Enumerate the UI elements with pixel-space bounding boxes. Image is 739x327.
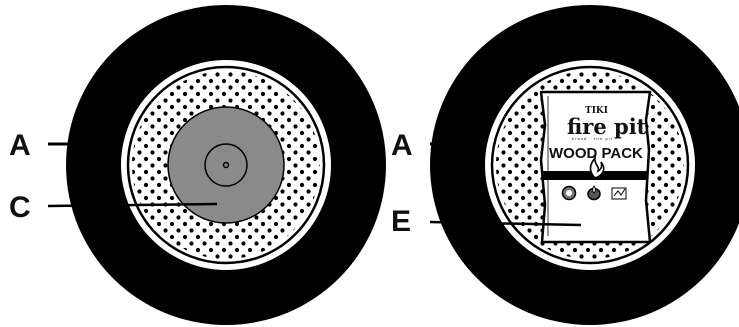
badge-icon-3 xyxy=(612,188,626,199)
wood-pack-product-name: WOOD PACK xyxy=(549,145,643,162)
wood-pack-bag: TIKI fire pit brand · fire pit WOOD PACK xyxy=(541,92,650,242)
badge-icon-1-inner xyxy=(566,190,572,196)
badge-icon-2-flame xyxy=(593,186,596,193)
callout-c-left-label: C xyxy=(9,191,31,224)
callout-a-right-label: A xyxy=(391,129,413,162)
callout-a-left-label: A xyxy=(9,129,31,162)
right-fire-pit: TIKI fire pit brand · fire pit WOOD PACK xyxy=(430,5,739,325)
callout-e-right-label: E xyxy=(391,205,411,238)
wood-pack-brand-tagline: brand · fire pit xyxy=(572,136,613,141)
left-fire-pit xyxy=(66,5,386,325)
